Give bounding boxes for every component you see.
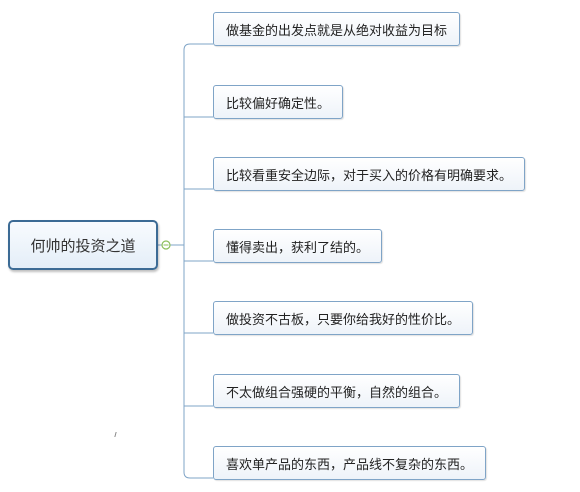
branch-topic-3[interactable]: 比较看重安全边际，对于买入的价格有明确要求。 [213, 157, 526, 191]
branch-topic-2[interactable]: 比较偏好确定性。 [213, 85, 344, 119]
branch-topic-label: 做基金的出发点就是从绝对收益为目标 [226, 23, 448, 39]
branch-topic-4[interactable]: 懂得卖出，获利了结的。 [213, 229, 383, 263]
branch-topic-6[interactable]: 不太做组合强硬的平衡，自然的组合。 [213, 374, 461, 408]
branch-topic-7[interactable]: 喜欢单产品的东西，产品线不复杂的东西。 [213, 446, 487, 480]
branch-topic-label: 做投资不古板，只要你给我好的性价比。 [226, 312, 461, 328]
branch-topic-1[interactable]: 做基金的出发点就是从绝对收益为目标 [213, 12, 461, 46]
branch-topic-label: 喜欢单产品的东西，产品线不复杂的东西。 [226, 457, 474, 473]
branch-topic-label: 比较看重安全边际，对于买入的价格有明确要求。 [226, 168, 513, 184]
root-topic[interactable]: 何帅的投资之道 [8, 220, 158, 270]
branch-topic-label: 不太做组合强硬的平衡，自然的组合。 [226, 385, 448, 401]
root-topic-label: 何帅的投资之道 [30, 236, 136, 255]
branch-topic-label: 比较偏好确定性。 [226, 96, 331, 112]
branch-topic-label: 懂得卖出，获利了结的。 [226, 240, 370, 256]
branch-topic-5[interactable]: 做投资不古板，只要你给我好的性价比。 [213, 301, 474, 335]
